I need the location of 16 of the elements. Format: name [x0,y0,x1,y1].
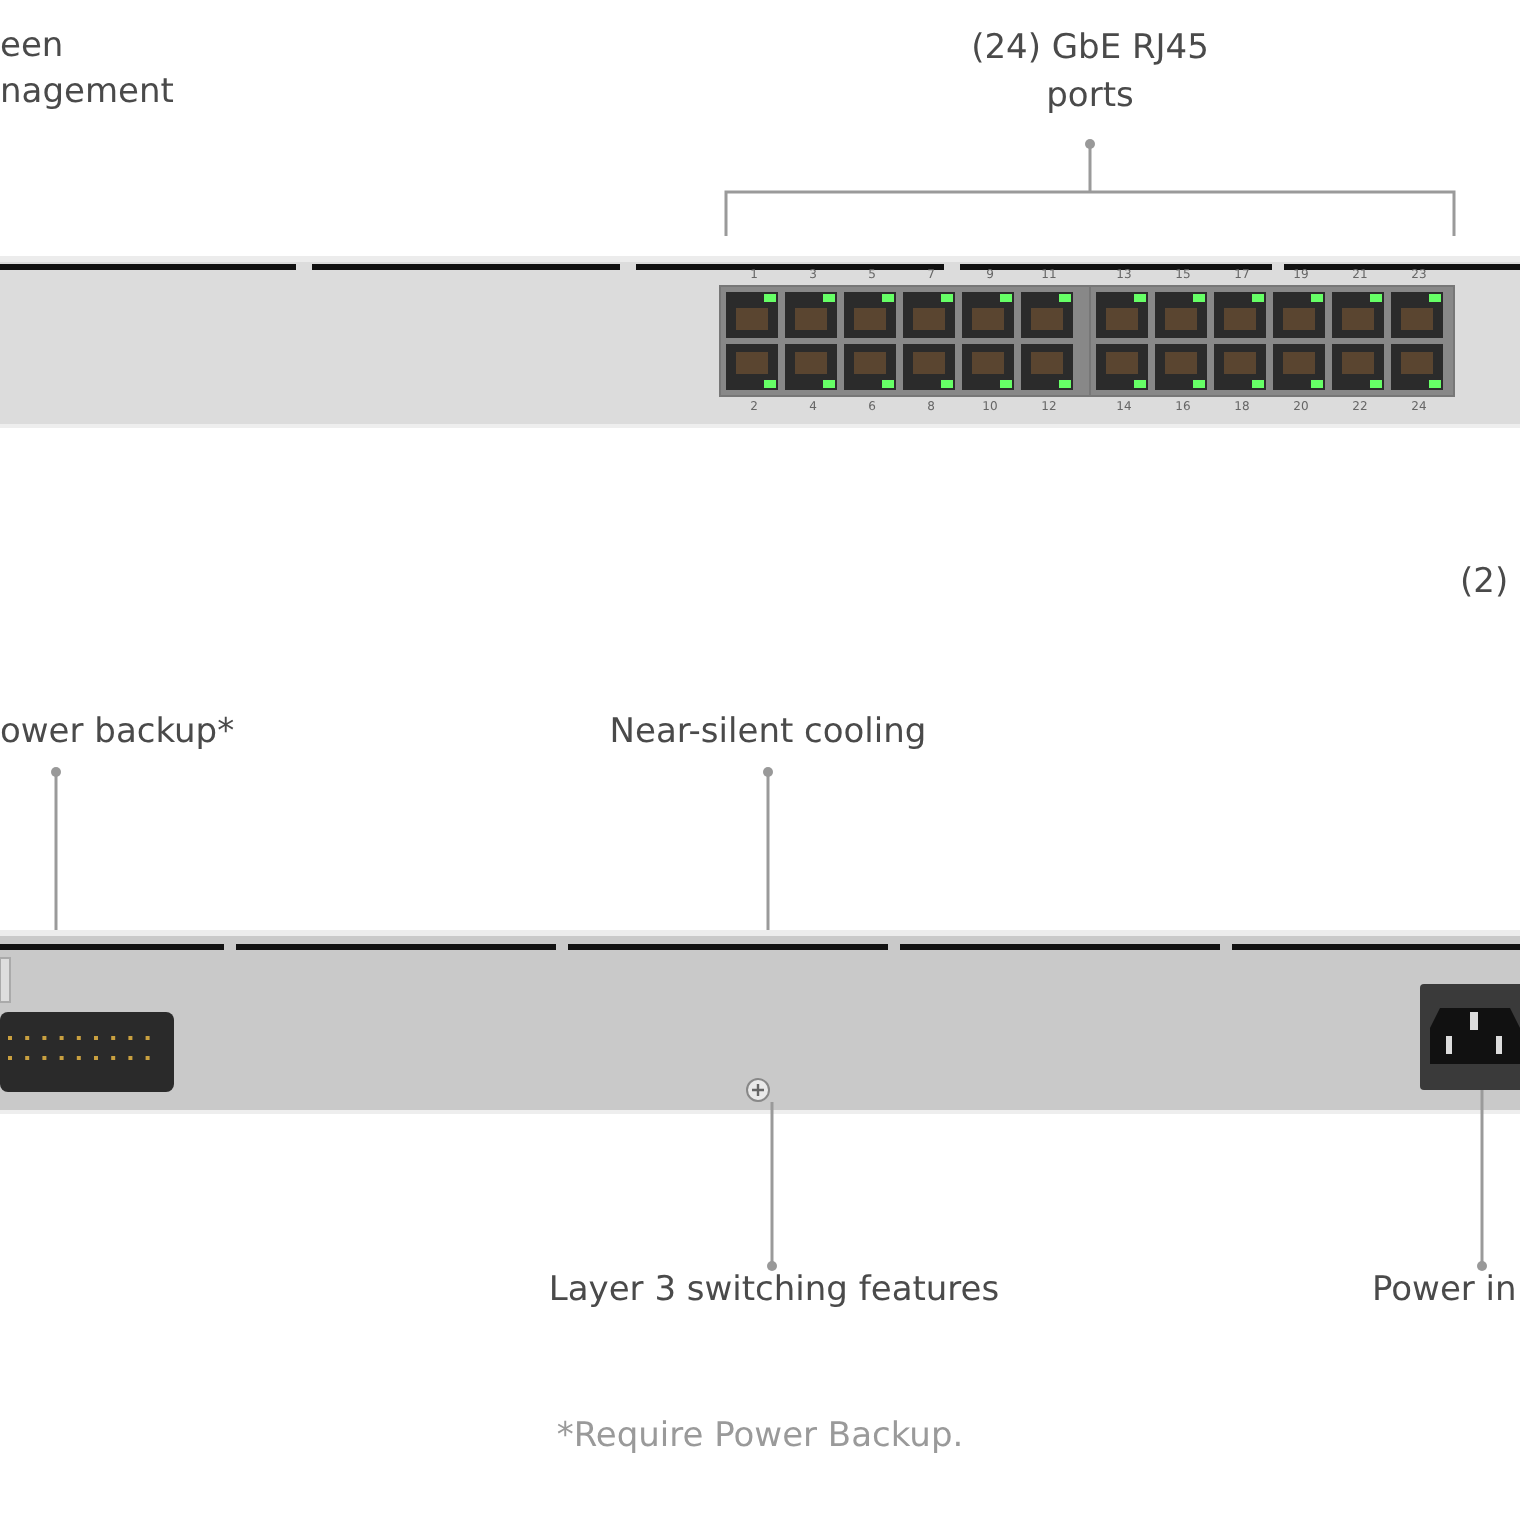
callout-text: ower backup* [0,708,250,772]
callout-text: Power in [1372,1266,1520,1338]
callout-text: Near-silent cooling [588,708,948,772]
leader-line [51,767,61,930]
connector-port [0,1012,174,1092]
switch-rear-panel-drawing [0,930,1520,1114]
leader-line [763,767,773,930]
leader-line [767,1102,777,1271]
callout-text: een nagement [0,24,176,116]
power-inlet [1420,984,1520,1090]
callout-text: Layer 3 switching features [524,1266,1024,1338]
switch-front-panel-drawing [0,256,1520,428]
callout-text: (2) [1460,560,1509,606]
footnote: *Require Power Backup. [554,1414,966,1460]
leader-line [1477,1090,1487,1271]
callout-text: (24) GbE RJ45 ports [930,24,1250,124]
